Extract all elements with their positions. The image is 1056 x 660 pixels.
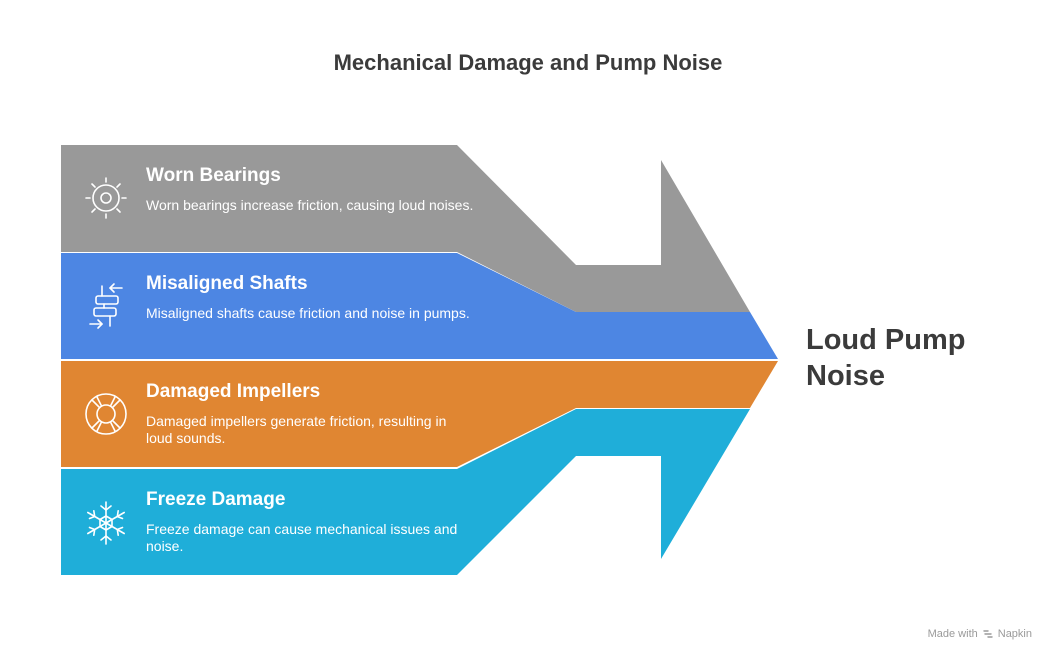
cause-title: Misaligned Shafts — [146, 273, 308, 294]
cause-description: Freeze damage can cause mechanical issue… — [146, 521, 458, 554]
cause-worn-bearings: Worn Bearings Worn bearings increase fri… — [146, 165, 476, 214]
made-with-label: Made with — [927, 628, 978, 640]
diagram-title: Mechanical Damage and Pump Noise — [333, 50, 723, 75]
cause-freeze-damage: Freeze Damage Freeze damage can cause me… — [146, 489, 476, 555]
made-with-napkin-watermark[interactable]: Made with Napkin — [928, 628, 1032, 640]
cause-title: Freeze Damage — [146, 489, 286, 510]
result-line-2: Noise — [806, 360, 885, 392]
bearing-icon — [80, 172, 132, 224]
snowflake-icon — [80, 497, 132, 549]
shaft-alignment-icon — [80, 280, 132, 332]
cause-description: Worn bearings increase friction, causing… — [146, 197, 474, 213]
cause-misaligned-shafts: Misaligned Shafts Misaligned shafts caus… — [146, 273, 476, 322]
cause-title: Worn Bearings — [146, 165, 281, 186]
napkin-brand-label: Napkin — [997, 628, 1032, 640]
cause-title: Damaged Impellers — [146, 381, 321, 402]
result-label: Loud Pump Noise — [806, 322, 1026, 394]
napkin-logo-icon — [983, 630, 993, 638]
band-damaged-impellers — [61, 361, 778, 467]
band-freeze-damage — [61, 409, 750, 575]
band-worn-bearings — [61, 145, 750, 312]
result-line-1: Loud Pump — [806, 324, 966, 356]
lifebuoy-icon — [80, 388, 132, 440]
cause-description: Misaligned shafts cause friction and noi… — [146, 305, 470, 321]
band-misaligned-shafts — [61, 253, 778, 359]
cause-description: Damaged impellers generate friction, res… — [146, 413, 447, 446]
cause-damaged-impellers: Damaged Impellers Damaged impellers gene… — [146, 381, 476, 447]
